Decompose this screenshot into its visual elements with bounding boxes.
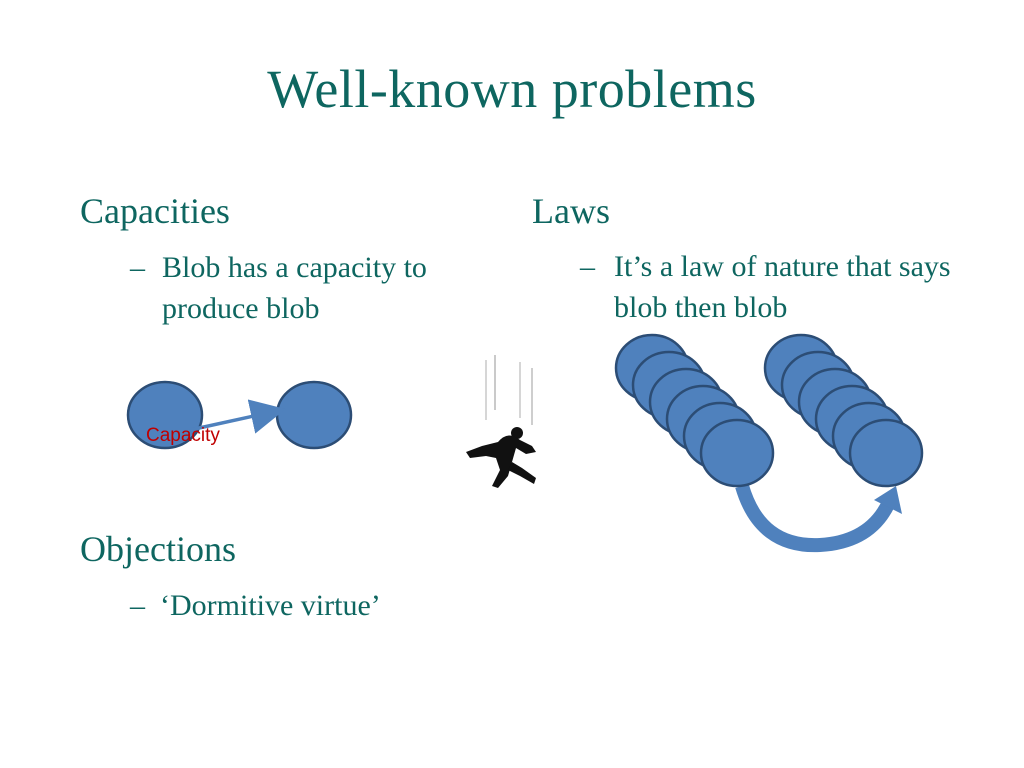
capacities-heading: Capacities [80, 191, 230, 231]
laws-arrowhead [874, 486, 902, 514]
bullet-dash: – [130, 589, 145, 622]
blob-stack-right [763, 333, 924, 488]
blob-stack-left [614, 333, 775, 488]
laws-arrow [735, 483, 897, 553]
laws-diagram [614, 333, 924, 553]
laws-heading: Laws [532, 191, 610, 231]
laws-bullet: – It’s a law of nature that says blob th… [580, 246, 980, 328]
slide-title: Well-known problems [267, 59, 757, 119]
falling-person-icon [466, 355, 536, 488]
objections-bullet: – ‘Dormitive virtue’ [130, 585, 470, 626]
capacities-bullet-text: Blob has a capacity to produce blob [162, 251, 427, 325]
capacity-label: Capacity [146, 425, 220, 446]
bullet-dash: – [580, 250, 595, 283]
capacities-bullet: – Blob has a capacity to produce blob [130, 247, 500, 329]
objections-heading: Objections [80, 529, 236, 569]
objections-bullet-text: ‘Dormitive virtue’ [160, 589, 381, 622]
blob-effect [275, 380, 353, 450]
bullet-dash: – [130, 251, 145, 284]
laws-bullet-text: It’s a law of nature that says blob then… [614, 250, 951, 324]
